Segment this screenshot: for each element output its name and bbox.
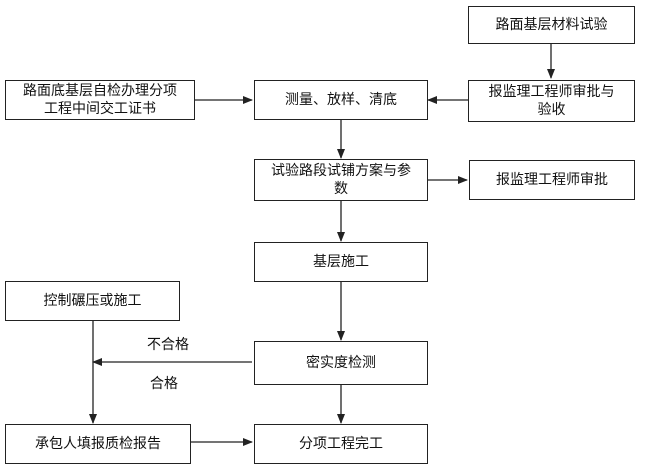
edge-label-pass: 合格 [150,373,178,393]
node-supervisor-approval-2: 报监理工程师审批 [469,160,635,200]
node-subproject-complete: 分项工程完工 [254,424,428,464]
node-contractor-report: 承包人填报质检报告 [5,424,191,464]
node-base-construction: 基层施工 [254,242,428,282]
node-supervisor-approval-1: 报监理工程师审批与验收 [468,80,635,122]
node-subbase-cert: 路面底基层自检办理分项工程中间交工证书 [5,80,195,120]
node-material-test: 路面基层材料试验 [468,6,635,44]
node-density-test: 密实度检测 [254,341,428,385]
node-control-compaction: 控制碾压或施工 [5,281,180,321]
node-trial-section: 试验路段试铺方案与参数 [254,159,428,201]
edge-label-fail: 不合格 [147,334,189,354]
node-survey: 测量、放样、清底 [254,80,428,120]
